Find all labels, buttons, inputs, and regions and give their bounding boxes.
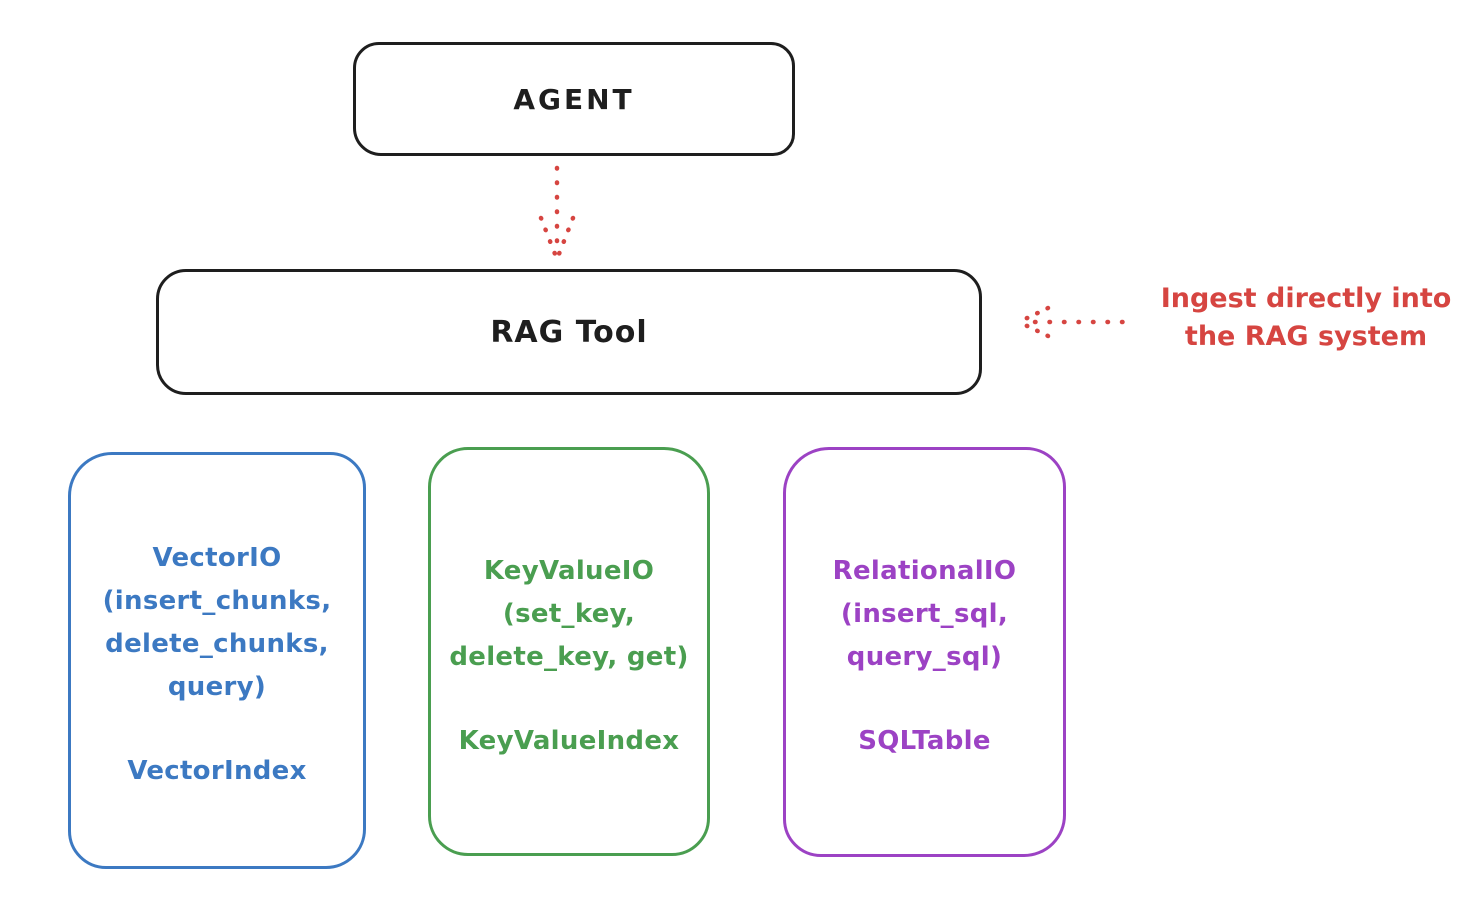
relational-io-methods-1: (insert_sql,: [840, 599, 1009, 629]
rag-tool-box: RAG Tool: [156, 269, 982, 395]
key-value-index-label: KeyValueIndex: [458, 726, 680, 756]
relational-io-methods-2: query_sql): [846, 642, 1003, 672]
vector-io-methods-3: query): [167, 672, 267, 702]
arrow-head-left: [538, 215, 558, 257]
arrow-head-bottom: [1020, 321, 1051, 339]
vector-io-methods-2: delete_chunks,: [105, 629, 329, 659]
vector-io-title: VectorIO: [152, 543, 282, 573]
arrow-head-right: [556, 215, 576, 257]
ingest-annotation: Ingest directly into the RAG system: [1128, 280, 1484, 356]
key-value-io-box: KeyValueIO (set_key, delete_key, get) Ke…: [428, 447, 710, 856]
agent-box: AGENT: [353, 42, 795, 156]
arrow-head-top: [1020, 305, 1051, 323]
sql-table-label: SQLTable: [858, 726, 991, 756]
key-value-io-methods-1: (set_key,: [502, 599, 636, 629]
ingest-annotation-line1: Ingest directly into: [1160, 283, 1452, 314]
vector-io-box: VectorIO (insert_chunks, delete_chunks, …: [68, 452, 366, 869]
relational-io-box: RelationalIO (insert_sql, query_sql) SQL…: [783, 447, 1066, 857]
vector-index-label: VectorIndex: [127, 756, 307, 786]
vector-io-methods-1: (insert_chunks,: [102, 586, 332, 616]
agent-to-rag-arrow-icon: [538, 165, 576, 257]
relational-io-title: RelationalIO: [832, 556, 1017, 586]
agent-label: AGENT: [513, 82, 635, 116]
ingest-annotation-line2: the RAG system: [1184, 321, 1428, 352]
key-value-io-title: KeyValueIO: [483, 556, 655, 586]
ingest-arrow-icon: [1020, 305, 1138, 339]
key-value-io-methods-2: delete_key, get): [449, 642, 689, 672]
rag-tool-label: RAG Tool: [490, 314, 648, 350]
